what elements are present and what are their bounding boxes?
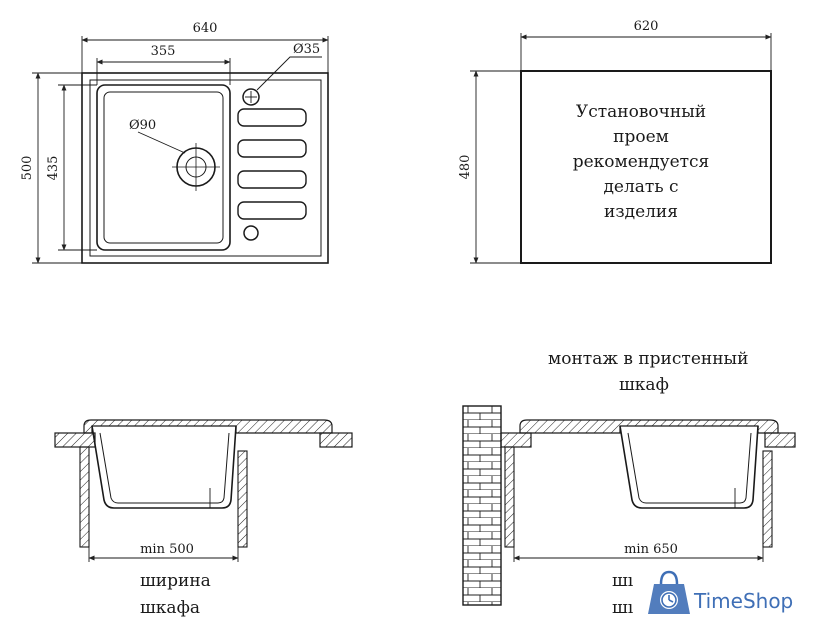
bowl-outline bbox=[96, 84, 231, 251]
drainboard-grooves bbox=[237, 108, 307, 220]
wall-caption-line-1: шı bbox=[612, 571, 634, 591]
cutout-note-line-4: делать с bbox=[603, 177, 678, 197]
tap-hole bbox=[242, 88, 260, 106]
cutout-note-line-5: изделия bbox=[604, 202, 678, 222]
overflow-hole bbox=[243, 225, 259, 241]
brick-wall bbox=[462, 405, 502, 606]
countertop-left bbox=[54, 432, 96, 448]
bowl-inner bbox=[103, 91, 224, 244]
cutout-rectangle bbox=[520, 70, 772, 264]
wall-caption-line-2: шı bbox=[612, 598, 634, 618]
brand-name: TimeShop bbox=[693, 589, 793, 613]
overall-height-label: 500 bbox=[20, 156, 35, 181]
cutout-note-line-1: Установочный bbox=[576, 102, 706, 122]
sink-rim-section bbox=[83, 419, 333, 434]
cabinet-caption-line-1: ширина bbox=[140, 571, 211, 591]
section-view-standard bbox=[54, 419, 353, 562]
sink-top-dimensions bbox=[32, 36, 329, 264]
clock-bag-icon bbox=[648, 570, 690, 614]
wall-cabinet-min-width-label: min 650 bbox=[624, 542, 678, 557]
cabinet-wall-left bbox=[79, 446, 90, 548]
wall-mount-heading-line-2: шкаф bbox=[619, 375, 669, 395]
wall-mount-heading-line-1: монтаж в пристенный bbox=[548, 349, 748, 369]
wall-cabinet-left bbox=[504, 446, 515, 548]
section-view-wall bbox=[462, 405, 796, 606]
hole-diameter-label: Ø35 bbox=[293, 42, 320, 57]
cutout-view bbox=[470, 33, 772, 264]
cutout-width-label: 620 bbox=[634, 19, 659, 34]
wall-cabinet-right bbox=[762, 450, 773, 548]
sink-rim bbox=[89, 79, 322, 257]
cutout-note-line-2: проем bbox=[613, 127, 669, 147]
cutout-height-label: 480 bbox=[458, 155, 473, 180]
cabinet-caption-line-2: шкафа bbox=[140, 598, 200, 618]
sink-outline bbox=[81, 72, 329, 264]
bowl-height-label: 435 bbox=[46, 156, 61, 181]
overall-width-label: 640 bbox=[193, 21, 218, 36]
cabinet-wall-right bbox=[237, 450, 248, 548]
wall-countertop-left bbox=[500, 432, 532, 448]
bowl-section bbox=[91, 425, 237, 509]
cutout-note-line-3: рекомендуется bbox=[573, 152, 710, 172]
sink-top-view bbox=[81, 72, 329, 264]
bowl-width-label: 355 bbox=[151, 44, 176, 59]
wall-bowl-section bbox=[619, 425, 759, 509]
countertop-right bbox=[319, 432, 353, 448]
cabinet-min-width-label: min 500 bbox=[140, 542, 194, 557]
wall-countertop-right bbox=[764, 432, 796, 448]
timeshop-watermark: TimeShop bbox=[648, 570, 793, 614]
wall-sink-rim-section bbox=[519, 419, 779, 434]
drain-diameter-label: Ø90 bbox=[129, 118, 156, 133]
